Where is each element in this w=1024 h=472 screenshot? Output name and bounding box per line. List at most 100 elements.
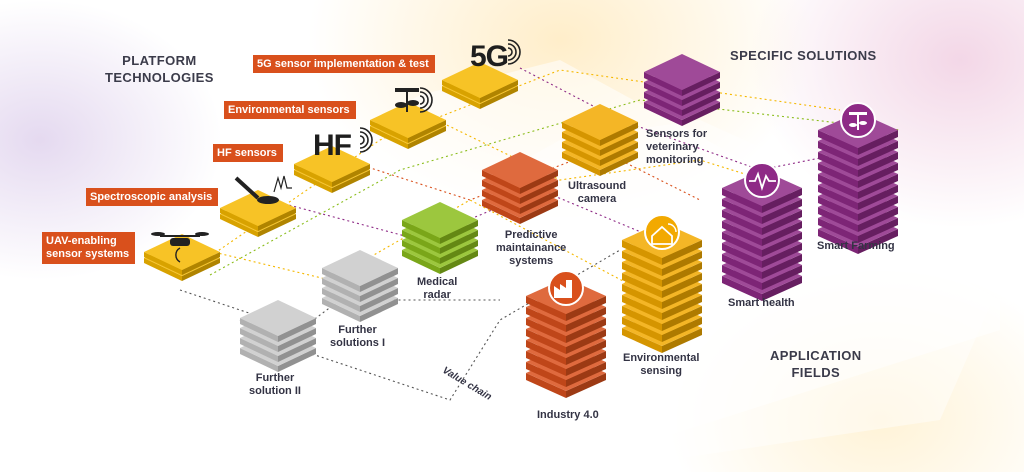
platform-technologies-heading: PLATFORM TECHNOLOGIES (105, 53, 214, 85)
stack-smart-health-left-6 (722, 254, 762, 279)
stack-industry-right-6 (566, 362, 606, 387)
house-signal-icon-circle (644, 214, 680, 250)
label-industry-4-0: Industry 4.0 (537, 409, 599, 421)
farming-icon (840, 102, 876, 138)
farming-bar (849, 112, 867, 115)
spectrometer-icon (234, 175, 292, 204)
stack-medical-radar-left-3 (402, 250, 440, 274)
signal-waves-icon-env-arc-1 (419, 91, 429, 109)
stack-spectroscopic-right-1 (258, 214, 296, 237)
signal-waves-icon-5g (507, 39, 521, 65)
heartbeat-line (749, 171, 776, 192)
label-smart-health: Smart health (728, 297, 795, 309)
stack-ultrasound-top-0 (562, 104, 638, 140)
stack-ultrasound-left-2 (562, 142, 600, 166)
stack-medical-radar-left-1 (402, 230, 440, 254)
stack-industry-left-6 (526, 362, 566, 387)
stack-further-i-right-2 (360, 288, 398, 312)
stack-smart-health-left-4 (722, 232, 762, 257)
stack-smart-farming (818, 112, 898, 254)
stack-environmental-sensing-left-1 (622, 251, 662, 276)
signal-waves-icon-env (419, 87, 433, 113)
stack-further-ii-right-3 (278, 348, 316, 372)
stack-environmental-sensors-left-1 (370, 126, 408, 149)
spectrometer-probe (234, 176, 260, 200)
stack-uav-right-1 (182, 258, 220, 281)
stack-industry-left-4 (526, 340, 566, 365)
stack-ultrasound (562, 104, 638, 176)
stack-veterinary-right-3 (682, 102, 720, 126)
stack-5g-left-0 (442, 80, 480, 103)
stack-industry-right-7 (566, 373, 606, 398)
stack-environmental-sensing-left-5 (622, 295, 662, 320)
stack-smart-farming-right-5 (858, 185, 898, 210)
stack-medical-radar-right-1 (440, 230, 478, 254)
stack-ultrasound-right-0 (600, 122, 638, 146)
stack-veterinary-right-1 (682, 82, 720, 106)
stack-environmental-sensors-top-0 (370, 102, 446, 138)
stacks-layer (144, 54, 898, 398)
stack-smart-farming-right-7 (858, 207, 898, 232)
stack-environmental-sensing-right-2 (662, 262, 702, 287)
stack-environmental-sensing-right-7 (662, 317, 702, 342)
stack-further-ii-left-0 (240, 318, 278, 342)
label-further-solution-ii: Further solution II (249, 372, 301, 397)
stack-veterinary-right-2 (682, 92, 720, 116)
stack-smart-farming-right-3 (858, 163, 898, 188)
stack-predictive-right-1 (520, 180, 558, 204)
stack-smart-farming-left-6 (818, 196, 858, 221)
drone-rotor-right (195, 232, 209, 236)
stack-smart-health-left-1 (722, 199, 762, 224)
stack-smart-farming-left-0 (818, 130, 858, 155)
farming-leaf-left (849, 123, 857, 127)
connector-line-7 (179, 289, 500, 331)
stack-further-ii-left-3 (240, 348, 278, 372)
stack-further-i-left-2 (322, 288, 360, 312)
house-signal-icon (644, 214, 680, 250)
plant-sensor-bar (395, 88, 419, 92)
label-medical-radar: Medical radar (417, 276, 458, 301)
stack-further-ii-right-2 (278, 338, 316, 362)
stack-environmental-sensing-right-8 (662, 328, 702, 353)
stack-smart-health-right-0 (762, 188, 802, 213)
stack-further-i-left-1 (322, 278, 360, 302)
stack-smart-health-right-2 (762, 210, 802, 235)
5g-signal-icon: 5G (470, 40, 509, 73)
stack-industry-left-0 (526, 296, 566, 321)
stack-industry-right-3 (566, 329, 606, 354)
signal-waves-icon-hf-arc-2 (359, 127, 373, 153)
stack-environmental-sensing-left-0 (622, 240, 662, 265)
house-signal (667, 223, 677, 233)
stack-veterinary-left-2 (644, 92, 682, 116)
stack-uav-left-1 (144, 258, 182, 281)
signal-waves-icon-hf-arc-0 (359, 135, 365, 145)
stack-environmental-sensing-right-5 (662, 295, 702, 320)
stack-environmental-sensing-left-6 (622, 306, 662, 331)
stack-industry-left-7 (526, 373, 566, 398)
factory-shape (554, 280, 572, 298)
plant-leaf-right (407, 100, 419, 106)
factory-icon (548, 270, 584, 306)
stack-smart-health-right-4 (762, 232, 802, 257)
label-further-solutions-i: Further solutions I (330, 324, 385, 349)
stack-further-i-right-1 (360, 278, 398, 302)
signal-waves-icon-hf (359, 127, 373, 153)
stack-further-i-top-0 (322, 250, 398, 286)
stack-uav-left-0 (144, 252, 182, 275)
spectrometer-sample (257, 196, 279, 204)
stack-hf-sensors-left-1 (294, 170, 332, 193)
stack-ultrasound-left-0 (562, 122, 600, 146)
stack-smart-health-left-0 (722, 188, 762, 213)
tag-spectroscopic-analysis: Spectroscopic analysis (86, 188, 219, 206)
stack-environmental-sensing-right-1 (662, 251, 702, 276)
stack-environmental-sensing-left-3 (622, 273, 662, 298)
heartbeat-icon (744, 162, 780, 198)
stack-smart-health-left-7 (722, 265, 762, 290)
stack-further-i-right-3 (360, 298, 398, 322)
stack-5g (442, 62, 518, 109)
stack-further-ii-left-1 (240, 328, 278, 352)
connector-line-0 (519, 67, 861, 171)
stack-smart-health-left-8 (722, 276, 762, 301)
stack-environmental-sensors-right-1 (408, 126, 446, 149)
